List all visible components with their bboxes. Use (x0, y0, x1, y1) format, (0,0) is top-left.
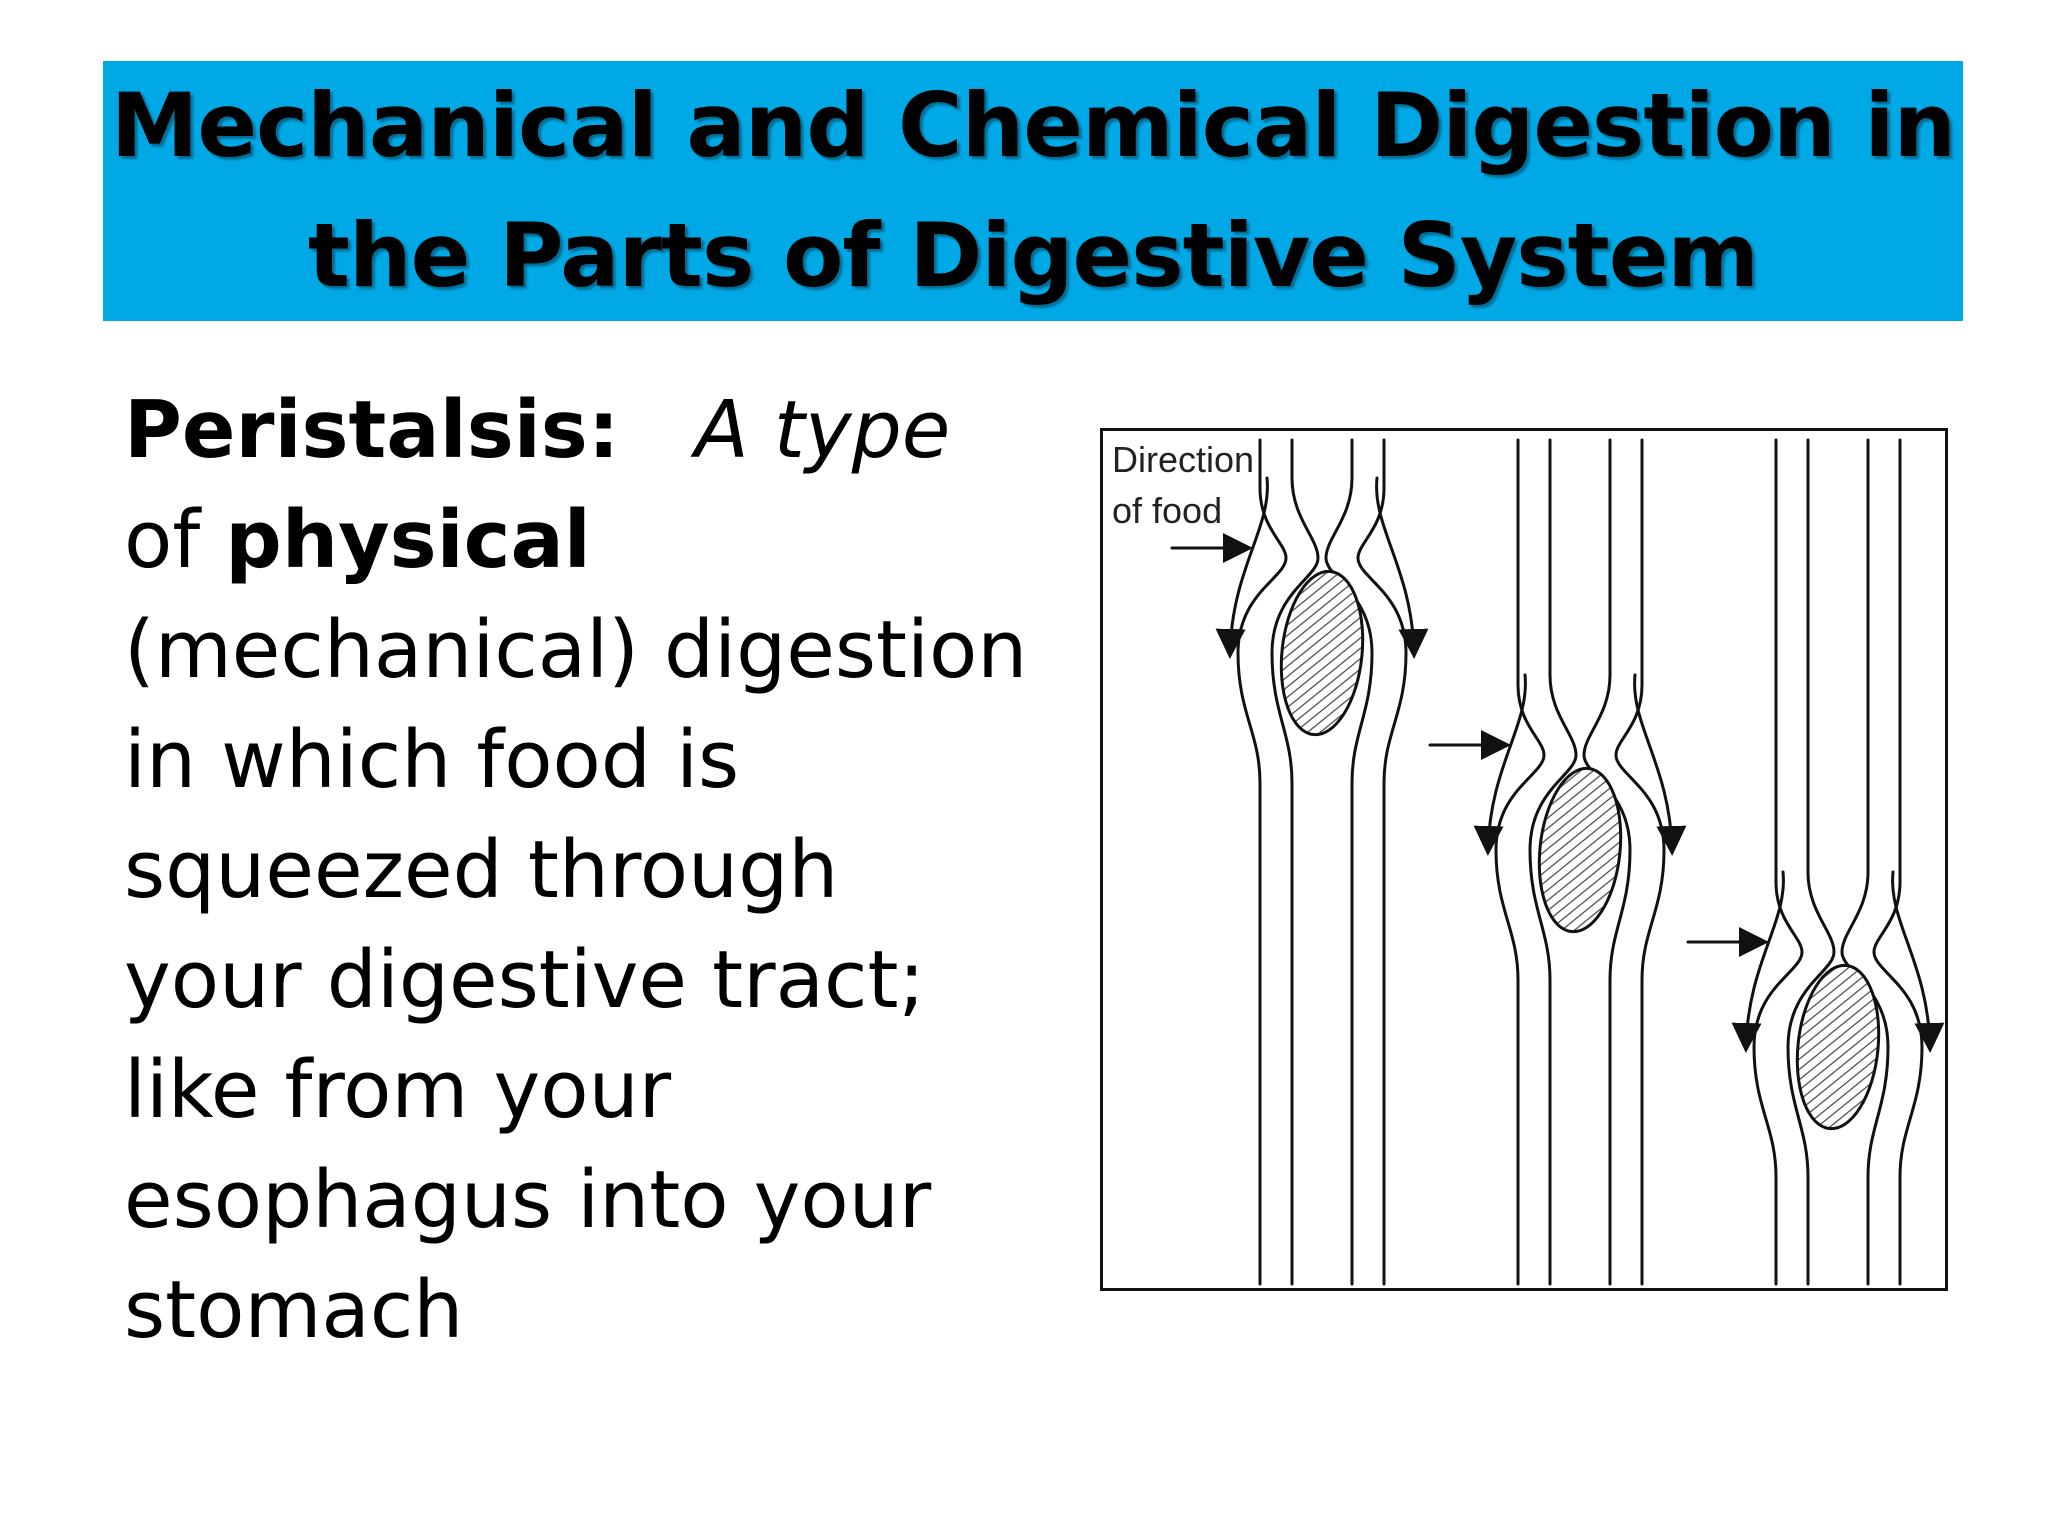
tube-inner-wall-left (1270, 438, 1320, 1286)
peristalsis-stages (1170, 438, 1945, 1286)
food-bolus (1537, 766, 1623, 934)
tube-outer-wall-right (1872, 438, 1924, 1286)
tube-outer-wall-left (1752, 438, 1804, 1286)
definition-line-1-rest: A type (694, 384, 951, 476)
peristalsis-diagram-svg: Direction of food (1100, 428, 1948, 1291)
definition-line-6: your digestive tract; (124, 934, 926, 1026)
definition-line-4: in which food is (124, 714, 740, 806)
direction-label-line-1: Direction (1112, 439, 1254, 480)
tube-outer-wall-right (1356, 438, 1408, 1286)
direction-label-line-2: of food (1112, 490, 1222, 531)
tube-inner-wall-left (1528, 438, 1578, 1286)
definition-line-2: of physical (124, 485, 1104, 595)
title-line-1: Mechanical and Chemical Digestion in (110, 74, 1956, 177)
definition-term: Peristalsis: (124, 384, 620, 476)
food-bolus (1795, 963, 1881, 1131)
flow-arrow-right (1633, 673, 1687, 856)
diagram-frame (1100, 428, 1948, 1291)
peristalsis-diagram: Direction of food (1100, 428, 1948, 1291)
flow-arrow-right (1375, 476, 1429, 659)
tube-outer-wall-right (1614, 438, 1666, 1286)
definition-keyword: physical (225, 494, 591, 586)
tube-inner-wall-left (1786, 438, 1836, 1286)
title-banner: Mechanical and Chemical Digestion in the… (103, 61, 1963, 321)
definition-line-3: (mechanical) digestion (124, 604, 1028, 696)
definition-line-2-prefix: of (124, 494, 201, 586)
tube-outer-wall-left (1494, 438, 1546, 1286)
definition-line-5: squeezed through (124, 824, 839, 916)
definition-line-1: Peristalsis: A type (124, 375, 1104, 485)
definition-line-7: like from your (124, 1044, 672, 1136)
tube-outer-wall-left (1236, 438, 1288, 1286)
definition-line-8: esophagus into your (124, 1154, 932, 1246)
food-bolus (1279, 569, 1365, 737)
flow-arrow-right (1891, 870, 1945, 1053)
title-line-2: the Parts of Digestive System (307, 204, 1759, 307)
definition-line-9: stomach (124, 1264, 464, 1356)
definition-text: Peristalsis: A type of physical (mechani… (124, 375, 1104, 1365)
